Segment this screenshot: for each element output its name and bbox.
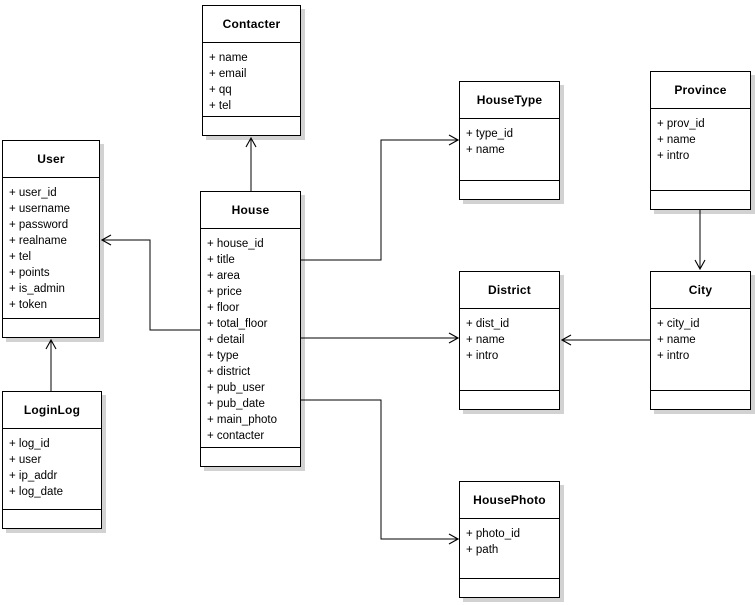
class-title: HouseType bbox=[460, 82, 559, 119]
class-attribute: + total_floor bbox=[207, 318, 268, 330]
class-attribute: + intro bbox=[657, 150, 690, 162]
class-title: City bbox=[651, 272, 750, 309]
class-box-housetype[interactable]: HouseType + type_id + name bbox=[459, 81, 560, 200]
class-attributes: + type_id + name bbox=[460, 119, 559, 180]
class-attribute: + city_id bbox=[657, 318, 700, 330]
class-attribute: + password bbox=[9, 219, 69, 231]
class-attribute: + prov_id bbox=[657, 118, 705, 130]
class-attribute: + title bbox=[207, 254, 235, 266]
class-attribute: + name bbox=[466, 334, 505, 346]
class-attribute: + photo_id bbox=[466, 528, 521, 540]
class-operations-empty bbox=[201, 447, 300, 466]
class-attribute: + price bbox=[207, 286, 242, 298]
class-attributes: + log_id + user + ip_addr + log_date bbox=[3, 429, 101, 509]
class-attributes: + photo_id + path bbox=[460, 519, 559, 578]
class-box-contacter[interactable]: Contacter + name + email + qq + tel bbox=[202, 5, 301, 136]
class-attribute: + name bbox=[466, 144, 505, 156]
class-attribute: + points bbox=[9, 267, 50, 279]
class-attribute: + pub_user bbox=[207, 382, 265, 394]
class-title: LoginLog bbox=[3, 392, 101, 429]
class-attribute: + is_admin bbox=[9, 283, 65, 295]
class-box-housephoto[interactable]: HousePhoto + photo_id + path bbox=[459, 481, 560, 598]
class-attribute: + path bbox=[466, 544, 499, 556]
class-operations-empty bbox=[203, 116, 300, 135]
class-box-province[interactable]: Province + prov_id + name + intro bbox=[650, 71, 751, 210]
class-attribute: + intro bbox=[657, 350, 690, 362]
class-title: Contacter bbox=[203, 6, 300, 43]
class-box-district[interactable]: District + dist_id + name + intro bbox=[459, 271, 560, 410]
association-house-user[interactable] bbox=[102, 240, 200, 331]
class-operations-empty bbox=[460, 390, 559, 409]
class-attribute: + tel bbox=[9, 251, 32, 263]
class-attribute: + type_id bbox=[466, 128, 513, 140]
class-attributes: + city_id + name + intro bbox=[651, 309, 750, 390]
class-attribute: + user bbox=[9, 454, 42, 466]
class-title: HousePhoto bbox=[460, 482, 559, 519]
class-attribute: + intro bbox=[466, 350, 499, 362]
class-attribute: + log_date bbox=[9, 486, 64, 498]
class-operations-empty bbox=[3, 318, 99, 337]
class-operations-empty bbox=[3, 509, 101, 528]
class-title: Province bbox=[651, 72, 750, 109]
class-attributes: + name + email + qq + tel bbox=[203, 43, 300, 116]
class-attribute: + email bbox=[209, 68, 247, 80]
class-attribute: + main_photo bbox=[207, 414, 278, 426]
class-attributes: + dist_id + name + intro bbox=[460, 309, 559, 390]
class-attribute: + user_id bbox=[9, 187, 57, 199]
class-attribute: + type bbox=[207, 350, 239, 362]
class-attribute: + contacter bbox=[207, 430, 265, 442]
class-attribute: + realname bbox=[9, 235, 67, 247]
class-attributes: + user_id + username + password + realname +… bbox=[3, 178, 99, 318]
class-operations-empty bbox=[460, 578, 559, 597]
class-attribute: + token bbox=[9, 299, 48, 311]
class-attribute: + username bbox=[9, 203, 71, 215]
class-attribute: + qq bbox=[209, 84, 232, 96]
class-attribute: + area bbox=[207, 270, 240, 282]
association-house-housephoto[interactable] bbox=[301, 399, 458, 539]
class-title: User bbox=[3, 141, 99, 178]
class-attributes: + prov_id + name + intro bbox=[651, 109, 750, 190]
class-attribute: + dist_id bbox=[466, 318, 510, 330]
class-attribute: + ip_addr bbox=[9, 470, 58, 482]
class-operations-empty bbox=[460, 180, 559, 199]
class-box-house[interactable]: House + house_id + title + area + price + fl… bbox=[200, 191, 301, 467]
class-operations-empty bbox=[651, 190, 750, 209]
class-attribute: + log_id bbox=[9, 438, 50, 450]
class-attributes: + house_id + title + area + price + floor + t… bbox=[201, 229, 300, 447]
class-title: House bbox=[201, 192, 300, 229]
class-box-city[interactable]: City + city_id + name + intro bbox=[650, 271, 751, 410]
class-attribute: + tel bbox=[209, 100, 232, 112]
class-title: District bbox=[460, 272, 559, 309]
association-house-housetype[interactable] bbox=[301, 140, 458, 261]
class-attribute: + district bbox=[207, 366, 251, 378]
class-operations-empty bbox=[651, 390, 750, 409]
class-attribute: + house_id bbox=[207, 238, 264, 250]
class-attribute: + floor bbox=[207, 302, 240, 314]
class-attribute: + detail bbox=[207, 334, 245, 346]
class-attribute: + pub_date bbox=[207, 398, 265, 410]
class-box-loginlog[interactable]: LoginLog + log_id + user + ip_addr + log_da… bbox=[2, 391, 102, 529]
class-attribute: + name bbox=[209, 52, 248, 64]
class-attribute: + name bbox=[657, 134, 696, 146]
class-attribute: + name bbox=[657, 334, 696, 346]
class-box-user[interactable]: User + user_id + username + password + real… bbox=[2, 140, 100, 338]
